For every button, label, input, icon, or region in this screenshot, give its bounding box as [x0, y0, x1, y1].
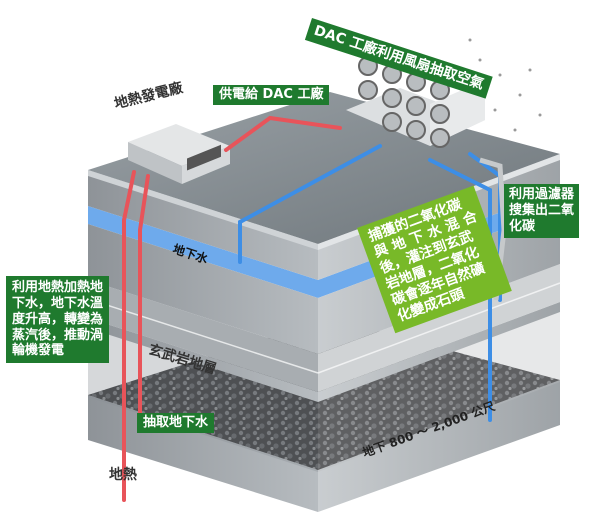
- label-steam-turbine: 利用地熱加熱地 下水，地下水溫 度升高，轉變為 蒸汽後，推動渦 輪機發電: [6, 276, 110, 364]
- power-plant-building: [128, 124, 230, 184]
- label-extract-water: 抽取地下水: [137, 413, 215, 433]
- label-power-supply: 供電給 DAC 工廠: [213, 85, 330, 105]
- hot-pipes: [122, 115, 342, 502]
- label-geothermal: 地熱: [109, 467, 137, 483]
- label-filter-co2: 利用過濾器 搜集出二氧 化碳: [504, 184, 580, 238]
- air-particles: [468, 38, 542, 132]
- fan-array: [358, 56, 450, 148]
- basalt-layer: [88, 302, 560, 472]
- dac-facility: [346, 38, 542, 148]
